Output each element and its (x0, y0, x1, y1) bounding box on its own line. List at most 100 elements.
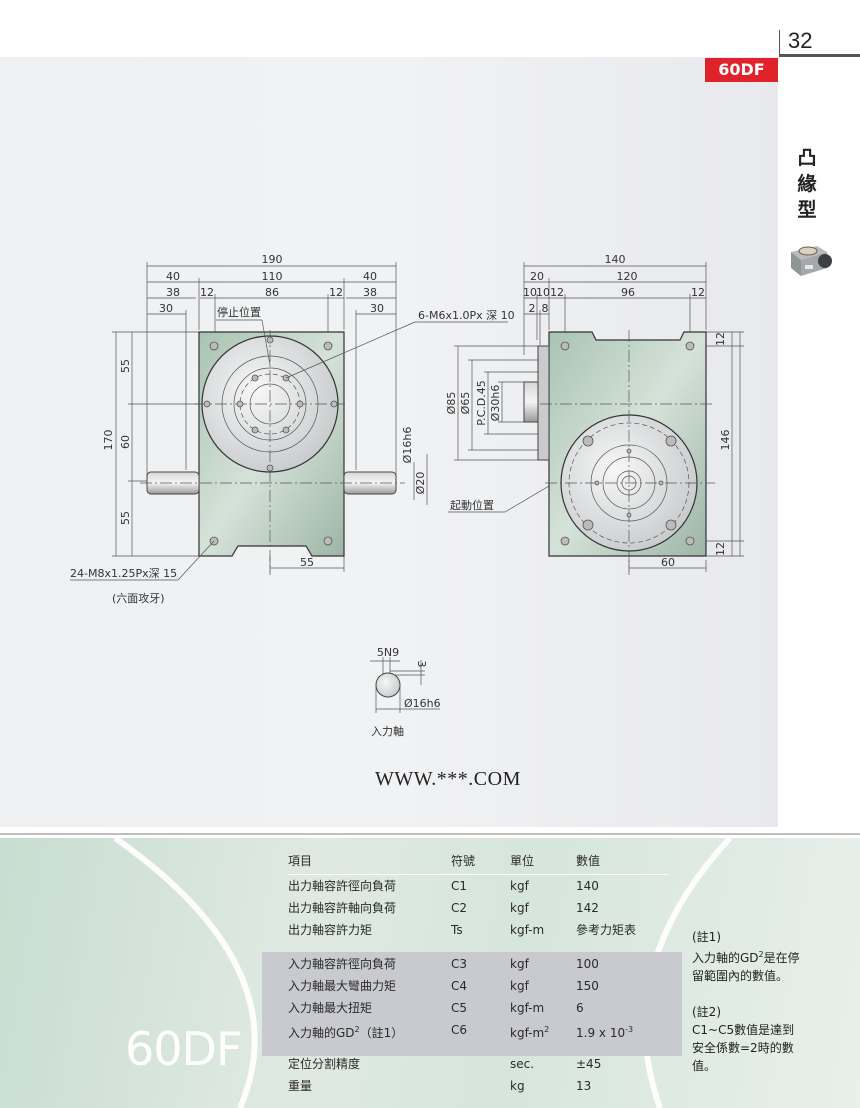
svg-text:86: 86 (265, 286, 279, 299)
svg-text:110: 110 (262, 270, 283, 283)
category-char: 凸 (797, 147, 817, 169)
svg-text:24-M8x1.25Px深 15: 24-M8x1.25Px深 15 (70, 567, 177, 580)
svg-text:190: 190 (262, 253, 283, 266)
row-item: 入力軸容許徑向負荷 (288, 957, 397, 971)
row-item: 重量 (288, 1079, 313, 1093)
row-symbol: C3 (451, 957, 468, 971)
svg-text:30: 30 (159, 302, 173, 315)
row-item: 出力軸容許徑向負荷 (288, 879, 397, 893)
svg-text:20: 20 (530, 270, 544, 283)
row-symbol: C1 (451, 879, 468, 893)
spec-table: 項目 符號 單位 數值 出力軸容許徑向負荷 C1 kgf 140 出力軸容許軸向… (288, 850, 668, 1097)
svg-text:60: 60 (661, 556, 675, 569)
row-value: 140 (576, 879, 599, 893)
svg-text:Ø16h6: Ø16h6 (404, 697, 441, 710)
row-item: 出力軸容許力矩 (288, 923, 373, 937)
svg-text:10: 10 (536, 286, 550, 299)
svg-text:40: 40 (363, 270, 377, 283)
row-unit: kgf (510, 957, 529, 971)
row-unit: kgf (510, 901, 529, 915)
row-symbol: C4 (451, 979, 468, 993)
svg-text:146: 146 (719, 430, 732, 451)
input-shaft-group-bg (262, 952, 682, 1056)
table-row: 入力軸最大彎曲力矩 C4 kgf 150 (288, 975, 668, 997)
table-row: 出力軸容許軸向負荷 C2 kgf 142 (288, 897, 668, 919)
note2-title: (註2) (692, 1005, 721, 1019)
svg-text:12: 12 (714, 332, 727, 346)
row-value: 13 (576, 1079, 592, 1093)
svg-text:Ø65: Ø65 (459, 392, 472, 415)
section-divider (0, 833, 860, 835)
svg-text:60: 60 (119, 435, 132, 449)
svg-text:40: 40 (166, 270, 180, 283)
technical-drawing: 190 40 110 40 38 12 86 12 38 30 30 170 5… (70, 253, 744, 738)
row-item: 定位分割精度 (288, 1057, 361, 1071)
svg-text:96: 96 (621, 286, 635, 299)
table-row: 出力軸容許徑向負荷 C1 kgf 140 (288, 875, 668, 897)
svg-text:2: 2 (529, 302, 536, 315)
row-unit: kgf-m (510, 1001, 545, 1015)
header-value: 數值 (576, 854, 601, 868)
note1-title: (註1) (692, 930, 721, 944)
svg-text:12: 12 (714, 542, 727, 556)
row-unit: kg (510, 1079, 525, 1093)
page-number-rule-horizontal (779, 54, 860, 57)
table-row: 入力軸最大扭矩 C5 kgf-m 6 (288, 997, 668, 1019)
row-item: 入力軸最大扭矩 (288, 1001, 373, 1015)
svg-text:Ø16h6: Ø16h6 (401, 427, 414, 464)
category-char: 緣 (797, 173, 817, 195)
svg-text:8: 8 (542, 302, 549, 315)
table-row: 入力軸容許徑向負荷 C3 kgf 100 (288, 953, 668, 975)
row-unit: kgf-m (510, 923, 545, 937)
svg-text:12: 12 (691, 286, 705, 299)
row-symbol: Ts (451, 923, 463, 937)
svg-text:12: 12 (329, 286, 343, 299)
row-value: 1.9 x 10-3 (576, 1025, 634, 1040)
svg-text:170: 170 (102, 430, 115, 451)
page-number-rule-vertical (779, 30, 780, 56)
header-symbol: 符號 (451, 854, 476, 868)
table-row: 入力軸的GD2（註1） C6 kgf-m2 1.9 x 10-3 (288, 1019, 668, 1041)
row-unit: kgf (510, 879, 529, 893)
svg-text:Ø30h6: Ø30h6 (489, 385, 502, 422)
table-row: 重量 kg 13 (288, 1075, 668, 1097)
svg-text:55: 55 (119, 359, 132, 373)
svg-text:38: 38 (166, 286, 180, 299)
svg-text:6-M6x1.0Px 深 10: 6-M6x1.0Px 深 10 (418, 309, 515, 322)
row-symbol: C5 (451, 1001, 468, 1015)
header-item: 項目 (288, 854, 313, 868)
svg-text:55: 55 (119, 511, 132, 525)
note1-line1: 入力軸的GD2是在停 (692, 950, 800, 965)
svg-text:55: 55 (300, 556, 314, 569)
svg-text:起動位置: 起動位置 (450, 498, 494, 512)
svg-text:140: 140 (605, 253, 626, 266)
table-row: 定位分割精度 sec. ±45 (288, 1053, 668, 1075)
row-value: 6 (576, 1001, 584, 1015)
notes: (註1) 入力軸的GD2是在停 留範圍內的數值。 (註2) C1~C5數值是達到… (692, 928, 822, 1075)
category-label: 凸 緣 型 (796, 145, 818, 223)
note1-line2: 留範圍內的數值。 (692, 969, 789, 983)
note2-line3: 值。 (692, 1059, 717, 1073)
svg-text:(六面攻牙): (六面攻牙) (112, 591, 165, 605)
row-item: 入力軸的GD2（註1） (288, 1025, 404, 1040)
spec-model-label: 60DF (125, 1022, 242, 1076)
row-value: 142 (576, 901, 599, 915)
row-symbol: C6 (451, 1023, 468, 1037)
svg-text:12: 12 (550, 286, 564, 299)
svg-text:30: 30 (370, 302, 384, 315)
svg-text:3: 3 (415, 661, 428, 668)
svg-text:10: 10 (523, 286, 537, 299)
svg-text:12: 12 (200, 286, 214, 299)
table-header: 項目 符號 單位 數值 (288, 850, 668, 875)
page-number: 32 (788, 28, 813, 53)
row-unit: kgf-m2 (510, 1025, 550, 1040)
row-unit: sec. (510, 1057, 535, 1071)
model-badge: 60DF (705, 58, 778, 82)
note2-line2: 安全係數=2時的數 (692, 1041, 794, 1055)
row-item: 入力軸最大彎曲力矩 (288, 979, 397, 993)
svg-text:停止位置: 停止位置 (217, 305, 261, 319)
row-unit: kgf (510, 979, 529, 993)
svg-text:5N9: 5N9 (377, 646, 399, 659)
svg-text:38: 38 (363, 286, 377, 299)
row-value: 參考力矩表 (576, 923, 637, 937)
